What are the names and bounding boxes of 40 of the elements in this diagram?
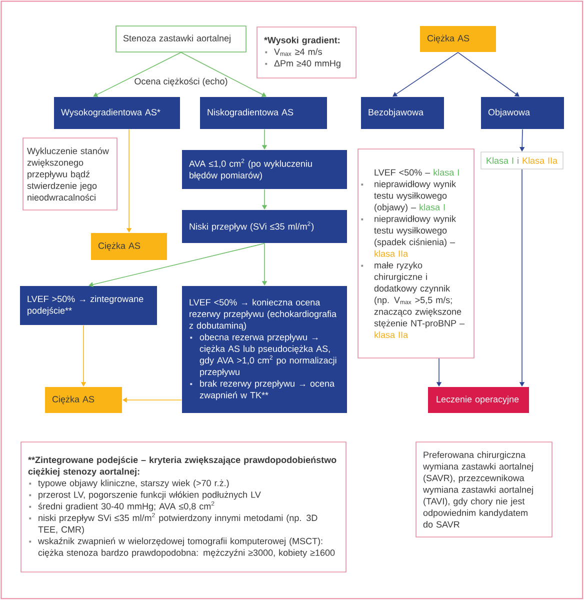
process-box bbox=[182, 286, 347, 413]
list-item: małe ryzyko chirurgiczne i dodatkowy czynnik (np. V$_{max}$ >5,5 m/s; znacząco zwiększone stężenie NT-proBNP – klasa IIa bbox=[374, 262, 465, 338]
process-box: Bezobjawowa bbox=[361, 97, 444, 129]
list-item: nieprawidłowy wynik testu wysiłkowego (objawy) – klasa I bbox=[374, 180, 456, 212]
arrow bbox=[458, 52, 520, 97]
note-box: Wykluczenie stanów zwiększonego przepływu bądź stwierdzenie jego nieodwracalności bbox=[22, 138, 118, 210]
note-box bbox=[358, 148, 474, 358]
list-item: przerost LV, pogorszenie funkcji włókien podłużnych LV bbox=[38, 491, 261, 500]
list-item: średni gradient 30-40 mmHg; AVA ≤0,8 cm$^{2}$ bbox=[38, 501, 214, 512]
process-box: Objawowa bbox=[481, 97, 564, 129]
arrow bbox=[392, 52, 458, 97]
list-item: brak rezerwy przepływu → ocena zwapnień w TK** bbox=[200, 380, 335, 400]
box-text: LVEF <50% – klasa I bbox=[374, 169, 459, 176]
treatment-box: Leczenie operacyjne bbox=[428, 387, 529, 413]
arrow bbox=[88, 243, 265, 288]
arrow bbox=[180, 52, 266, 97]
process-box: AVA ≤1,0 cm$^{2}$ (po wykluczeniu błędów pomiarów) bbox=[182, 150, 347, 189]
note-heading: *Wysoki gradient: bbox=[264, 36, 340, 46]
result-box: Ciężka AS bbox=[45, 387, 122, 413]
process-box: Niski przepływ (SVi ≤35 ml/m$^{2}$) bbox=[182, 210, 347, 243]
result-box: Ciężka AS bbox=[420, 26, 496, 52]
note-box bbox=[20, 442, 346, 572]
list-item: niski przepływ SVi ≤35 ml/m$^{2}$ potwierdzony innymi metodami (np. 3D TEE, CMR) bbox=[38, 512, 318, 534]
list-item: wskaźnik zwapnień w wielorzędowej tomografii komputerowej (MSCT): ciężka stenoza bardzo prawdopodobna: mężczyźni ≥3000, kobiety ≥1600 bbox=[38, 538, 335, 558]
result-box: Ciężka AS bbox=[91, 233, 167, 260]
list-item: nieprawidłowy wynik testu wysiłkowego (spadek ciśnienia) – klasa IIa bbox=[374, 215, 456, 257]
process-box: LVEF >50% → zintegrowane podejście** bbox=[20, 286, 157, 325]
note-box: Preferowana chirurgiczna wymiana zastawki aortalnej (SAVR), przezcewnikowa wymiana zastawki aortalnej (TAVI), gdy chory nie jest odpowiednim kandydatem do SAVR bbox=[416, 442, 552, 538]
list-item: ΔPm ≥40 mmHg bbox=[274, 60, 340, 68]
process-box: Wysokogradientowa AS* bbox=[54, 97, 180, 129]
list-item: typowe objawy kliniczne, starszy wiek (>70 r.ż.) bbox=[38, 480, 229, 488]
note-heading: **Zintegrowane podejście – kryteria zwiększające prawdopodobieństwo ciężkiej stenozy aortalnej: bbox=[28, 456, 336, 476]
list-item: V$_{max}$ ≥4 m/s bbox=[274, 48, 322, 56]
branch-label: Ocena ciężkości (echo) bbox=[134, 78, 228, 86]
note-box bbox=[256, 26, 356, 78]
arrow bbox=[93, 52, 182, 97]
class-box: Klasa I i Klasa IIa bbox=[480, 152, 564, 170]
process-box: Niskogradientowa AS bbox=[200, 97, 327, 129]
box-text: LVEF <50% → konieczna ocena rezerwy przepływu (echokardiografia z dobutaminą) bbox=[189, 298, 337, 331]
start-box: Stenoza zastawki aortalnej bbox=[116, 26, 246, 52]
